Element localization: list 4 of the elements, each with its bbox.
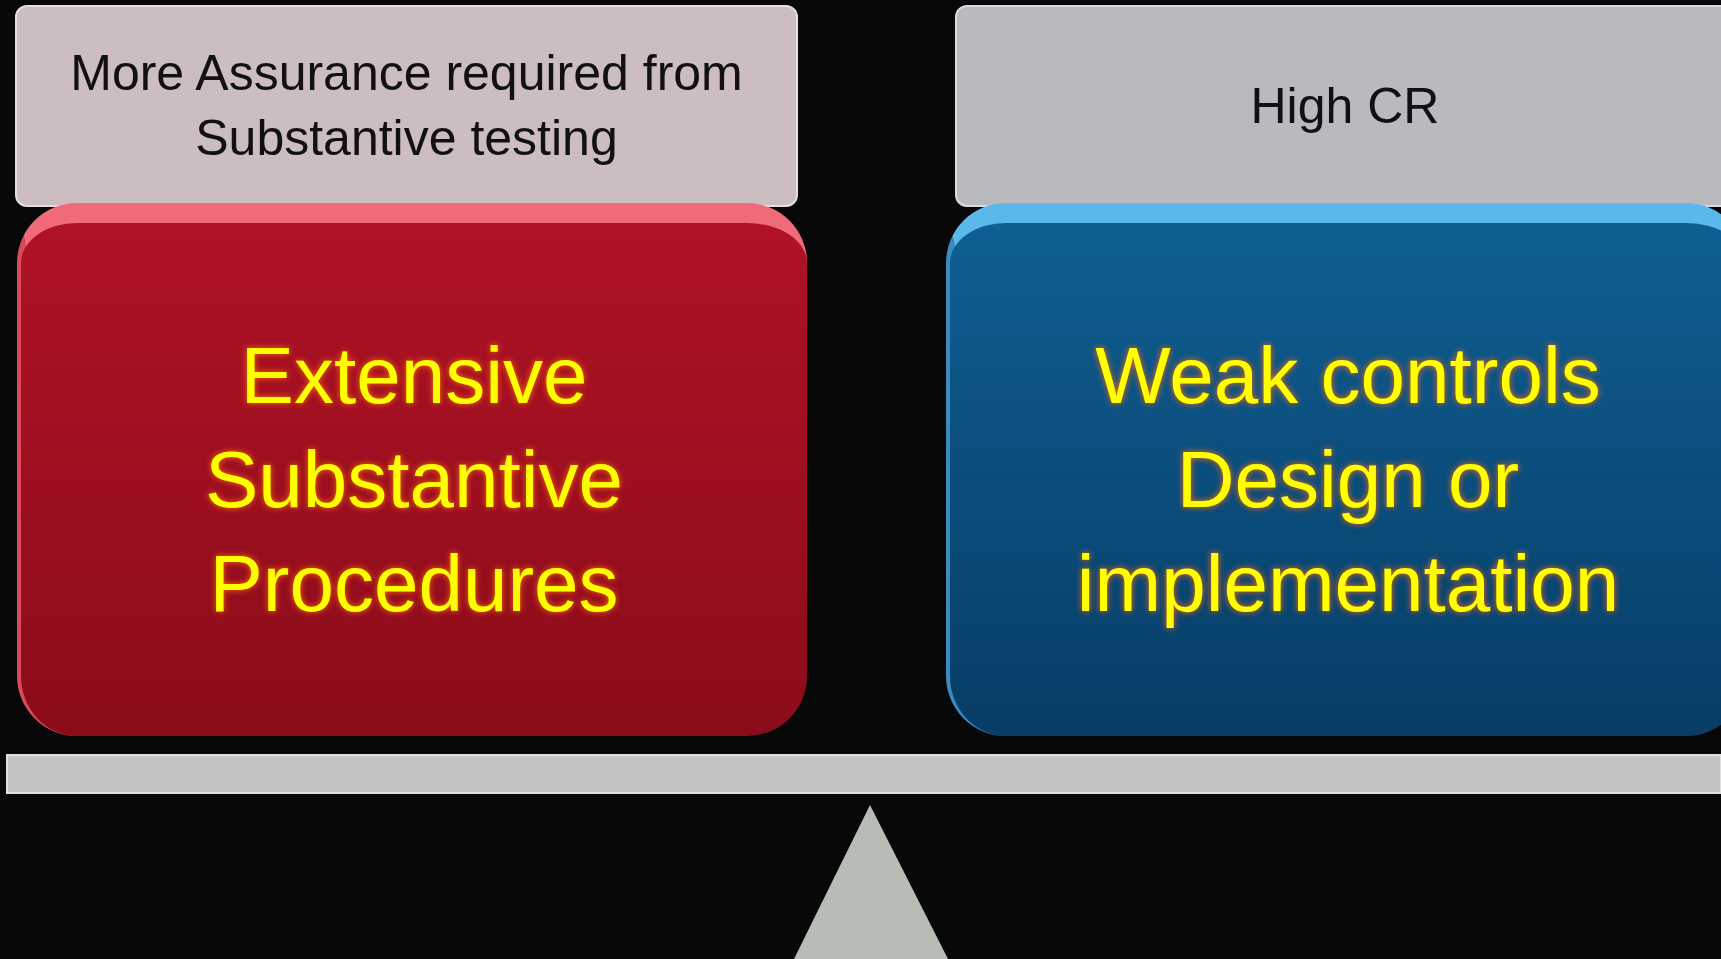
rounded-box: Extensive Substantive Procedures xyxy=(17,203,807,736)
rounded-box: Weak controls Design or implementation xyxy=(946,203,1721,736)
label-box: High CR xyxy=(955,5,1721,207)
label-box: More Assurance required from Substantive testing xyxy=(15,5,798,207)
